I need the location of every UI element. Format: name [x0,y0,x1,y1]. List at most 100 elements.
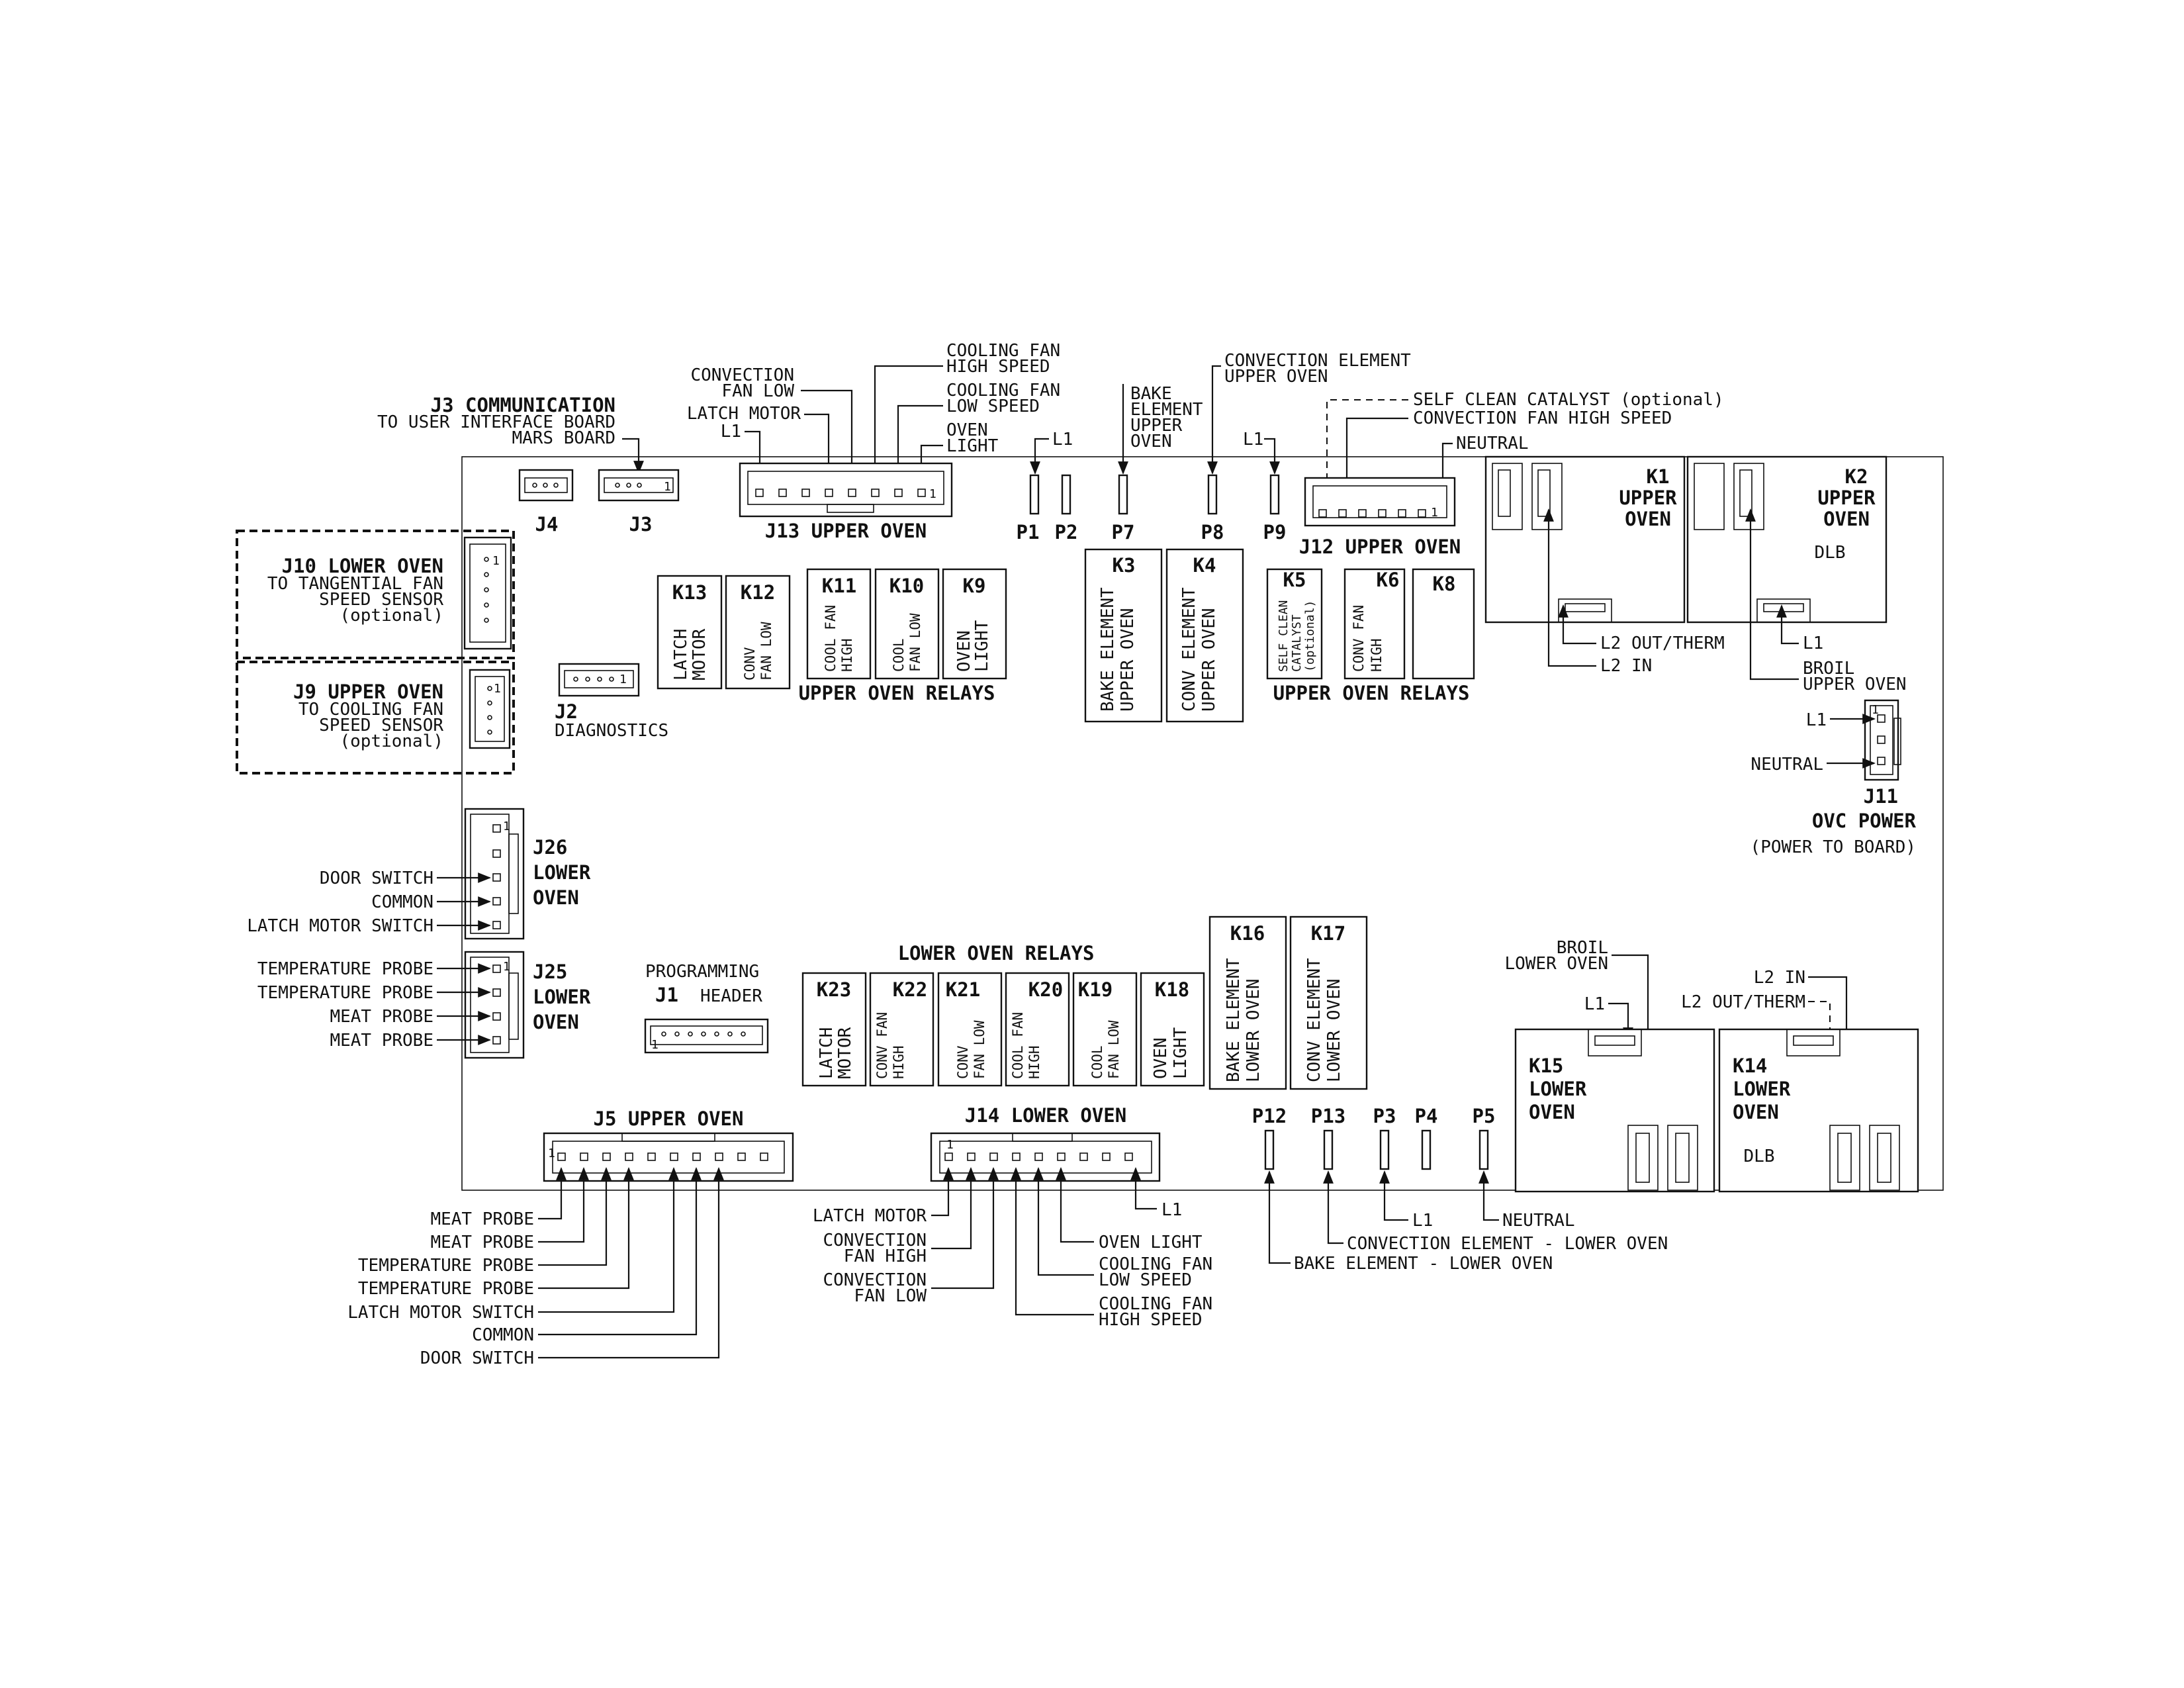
k19-text-1: COOL [1089,1045,1105,1079]
j3-communication-group: J3 COMMUNICATION TO USER INTERFACE BOARD… [377,394,680,536]
j3-communication-title: J3 COMMUNICATION [431,394,615,416]
k21-relay [937,972,1003,1087]
k3-label: K3 [1113,554,1136,577]
j25-meat-probe-1: MEAT PROBE [330,1007,433,1027]
upper-power-relays: K1 UPPER OVEN K2 UPPER OVEN DLB L2 OUT/T… [1484,455,1907,694]
k5-label: K5 [1283,569,1306,591]
j14-latch-motor: LATCH MOTOR [813,1206,927,1226]
k5-relay [1266,568,1323,680]
k20-text-2: HIGH [1026,1045,1042,1079]
j26-latch-motor-switch: LATCH MOTOR SWITCH [247,916,433,936]
j25-pin-one: 1 [503,960,510,974]
k17-text-1: CONV ELEMENT [1304,958,1324,1082]
k22-label: K22 [893,978,927,1001]
p3-terminal [1379,1129,1390,1170]
k5-text-2: CATALYST [1290,614,1304,672]
j13-upper-oven-group: CONVECTION FAN LOW LATCH MOTOR L1 COOLIN… [687,341,1060,542]
j9-line1: TO COOLING FAN [298,700,443,720]
k6-text-1: CONV FAN [1351,605,1367,672]
k16-text-2: LOWER OVEN [1244,978,1263,1082]
j14-label: J14 LOWER OVEN [965,1104,1126,1127]
j14-conv-fan-low-1: CONVECTION [823,1270,927,1290]
j13-cool-high-2: HIGH SPEED [946,357,1050,377]
k12-text-2: FAN LOW [758,622,774,680]
k14-relay [1718,1028,1919,1193]
j13-cool-high-1: COOLING FAN [946,341,1060,361]
j3-communication-line1: TO USER INTERFACE BOARD [377,412,615,432]
j14-cool-low-2: LOW SPEED [1099,1270,1192,1290]
k15-broil-2: LOWER OVEN [1504,954,1608,974]
p2-terminal [1061,474,1071,515]
p1-l1-label: L1 [1052,430,1073,449]
j12-label: J12 UPPER OVEN [1299,536,1461,558]
j14-cool-high-2: HIGH SPEED [1099,1310,1203,1330]
p9-label: P9 [1263,521,1287,543]
j25-temp-probe-2: TEMPERATURE PROBE [257,983,433,1003]
j12-conv-fan-high: CONVECTION FAN HIGH SPEED [1413,408,1672,428]
upper-oven-relays-label-right: UPPER OVEN RELAYS [1273,682,1470,704]
j11-pin-one: 1 [1872,703,1879,717]
k2-text-1: UPPER [1817,487,1876,509]
k16-relay [1208,915,1287,1090]
j25-meat-probe-2: MEAT PROBE [330,1031,433,1051]
j3-communication-line2: MARS BOARD [512,428,615,448]
k20-label: K20 [1028,978,1063,1001]
k23-text-2: MOTOR [835,1027,855,1079]
j10-lower-oven-group: J10 LOWER OVEN TO TANGENTIAL FAN SPEED S… [236,530,515,659]
lower-oven-relays: LOWER OVEN RELAYS K23 LATCH MOTOR K22 CO… [801,915,1368,1090]
j25-oven: OVEN [533,1011,579,1033]
lower-terminal-pins: P12 P13 P3 P4 P5 L1 NEUTRAL CONVECTION E… [1252,1105,1668,1274]
k1-text-1: UPPER [1619,487,1677,509]
k23-label: K23 [817,978,851,1001]
j13-cool-low-1: COOLING FAN [946,381,1060,400]
k15-broil-1: BROIL [1557,938,1608,958]
j10-pin-one: 1 [492,554,500,568]
k17-label: K17 [1311,922,1345,945]
j11-label: J11 [1864,785,1898,808]
j4-label: J4 [535,513,559,536]
j2-pin-one: 1 [619,673,627,686]
j2-diagnostics: DIAGNOSTICS [555,721,668,741]
k18-label: K18 [1155,978,1189,1001]
k10-relay [874,568,940,680]
j26-common: COMMON [371,892,433,912]
j13-connector [739,462,953,518]
p8-label: P8 [1201,521,1224,543]
k17-relay [1289,915,1368,1090]
k21-label: K21 [946,978,980,1001]
j14-l1: L1 [1161,1200,1182,1220]
j14-pin-one: 1 [946,1138,954,1152]
p9-l1-label: L1 [1243,430,1263,449]
k1-text-2: OVEN [1625,508,1671,530]
j5-door-switch: DOOR SWITCH [420,1348,534,1368]
upper-oven-relays-left: K13 LATCH MOTOR K12 CONV FAN LOW K11 COO… [657,568,1007,704]
k18-text-1: OVEN [1151,1037,1171,1079]
k12-label: K12 [741,581,775,604]
lower-oven-relays-label: LOWER OVEN RELAYS [898,942,1095,964]
j10-title: J10 LOWER OVEN [282,555,443,577]
j13-cool-low-2: LOW SPEED [946,397,1040,416]
j5-temp-probe-2: TEMPERATURE PROBE [358,1279,534,1299]
j5-pin-one: 1 [548,1147,555,1160]
j10-line3: (optional) [340,606,443,626]
j5-temp-probe-1: TEMPERATURE PROBE [358,1256,534,1276]
k15-text-1: LOWER [1529,1078,1587,1100]
p7-terminal [1118,474,1128,515]
k17-text-2: LOWER OVEN [1324,978,1344,1082]
j13-conv-fan-low-2: FAN LOW [721,381,794,401]
j25-lower: LOWER [533,986,591,1008]
k22-relay [869,972,934,1087]
p9-terminal [1269,474,1280,515]
k15-l1: L1 [1584,994,1605,1014]
k13-text-2: MOTOR [690,628,709,680]
p7-label: P7 [1112,521,1135,543]
k2-label: K2 [1845,465,1868,488]
j14-cool-high-1: COOLING FAN [1099,1294,1212,1314]
j5-meat-probe-2: MEAT PROBE [430,1233,534,1252]
k2-text-2: OVEN [1823,508,1870,530]
board-outline [461,456,1944,1191]
j1-programming: PROGRAMMING [645,962,759,982]
k13-text-1: LATCH [671,629,691,680]
k22-text-2: HIGH [891,1045,907,1079]
j26-label: J26 [533,836,567,859]
